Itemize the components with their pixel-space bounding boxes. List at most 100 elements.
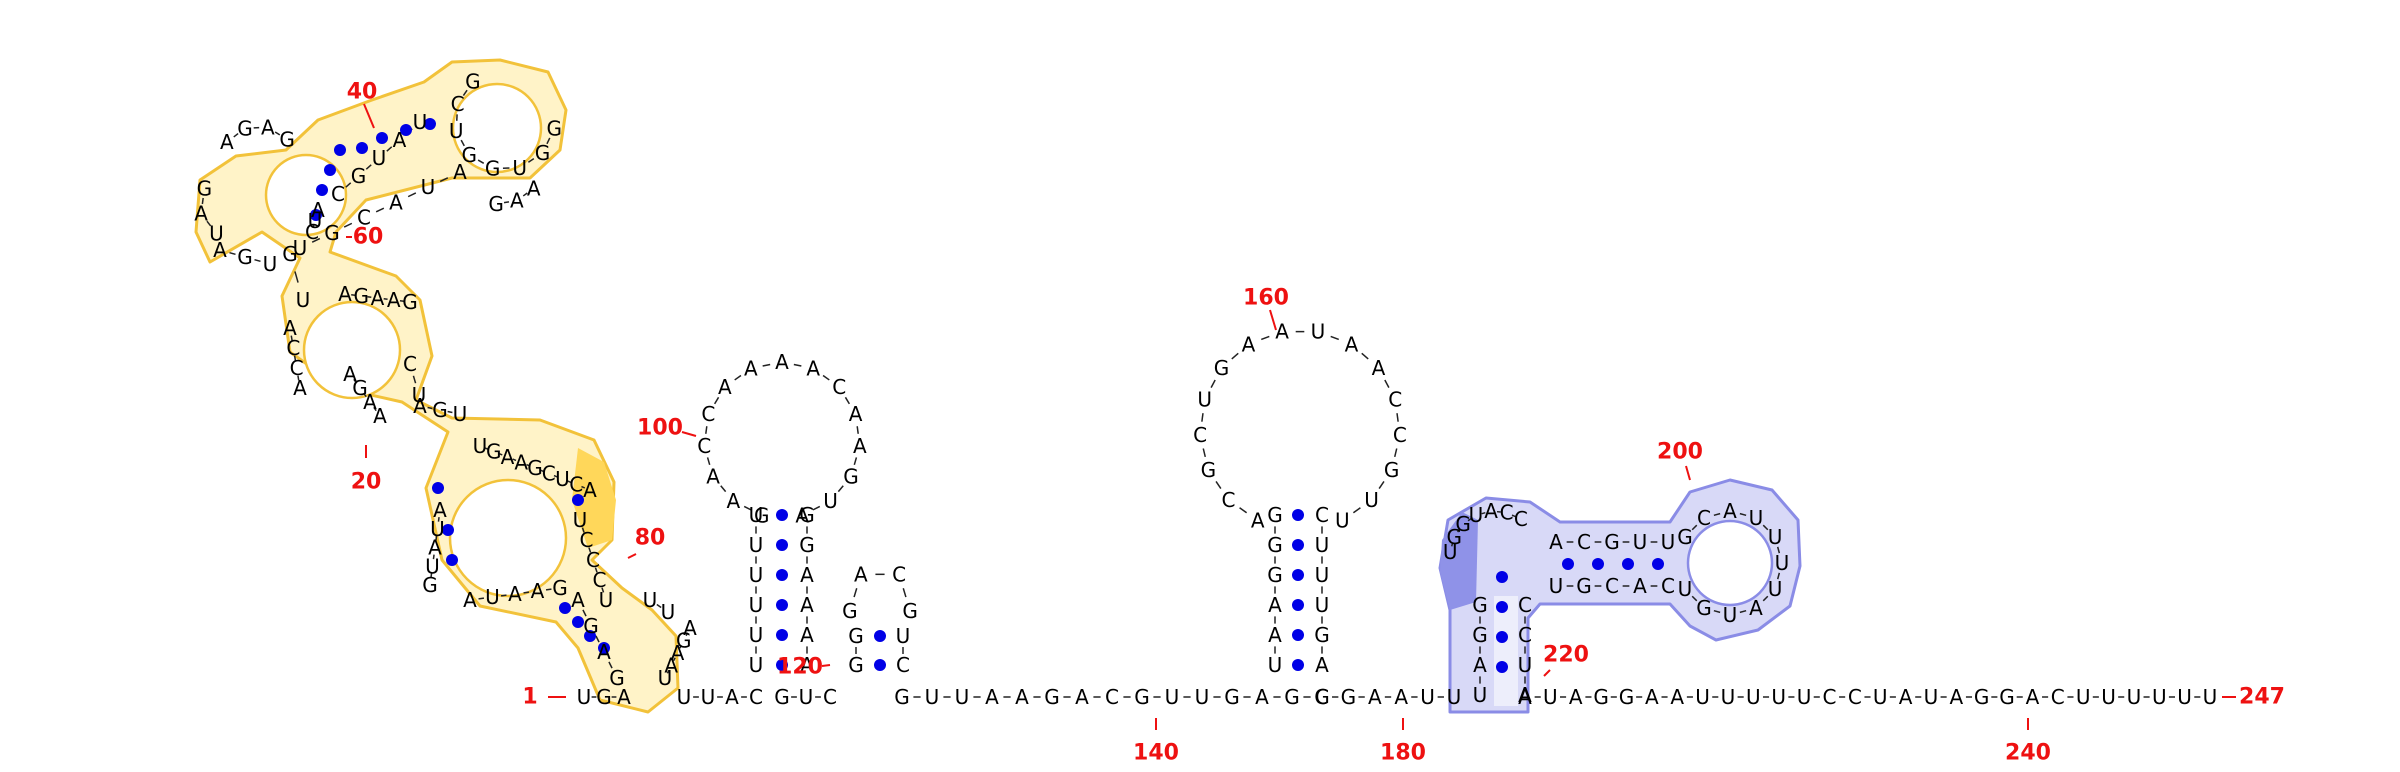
nucleotide: C	[542, 462, 556, 486]
nucleotide: A	[775, 350, 789, 374]
nucleotide: U	[413, 110, 428, 134]
nucleotide: G	[552, 576, 568, 600]
nucleotide: G	[1619, 685, 1635, 709]
position-label-40: 40	[347, 80, 378, 105]
nucleotide: U	[1543, 685, 1558, 709]
nucleotide: U	[1721, 685, 1736, 709]
nucleotide: A	[433, 498, 447, 522]
base-pair-dot	[1562, 558, 1574, 570]
position-label-200: 200	[1657, 440, 1703, 465]
nucleotide: G	[351, 164, 367, 188]
nucleotide: G	[527, 456, 543, 480]
nucleotide: G	[1677, 525, 1693, 549]
nucleotide: A	[1251, 509, 1265, 533]
nucleotide: C	[1315, 685, 1329, 709]
nucleotide: A	[463, 588, 477, 612]
nucleotide: U	[749, 623, 764, 647]
nucleotide: C	[701, 402, 715, 426]
nucleotide: U	[209, 222, 224, 246]
backbone-link	[1353, 508, 1360, 513]
nucleotide: G	[354, 284, 370, 308]
nucleotide: G	[461, 143, 477, 167]
nucleotide: G	[843, 464, 859, 488]
nucleotide: G	[1341, 685, 1357, 709]
base-pair-dot	[776, 629, 788, 641]
nucleotide: C	[1661, 574, 1675, 598]
nucleotide: G	[1974, 685, 1990, 709]
base-pair-dot	[334, 144, 346, 156]
nucleotide: G	[1267, 563, 1283, 587]
nucleotide: U	[512, 156, 527, 180]
nucleotide: G	[1593, 685, 1609, 709]
nucleotide: U	[749, 653, 764, 677]
nucleotide: U	[1311, 320, 1326, 344]
nucleotide: A	[1368, 685, 1382, 709]
nucleotide: C	[1697, 506, 1711, 530]
nucleotide: C	[832, 375, 846, 399]
position-label-60: 60	[353, 225, 384, 250]
nucleotide: G	[583, 614, 599, 638]
nucleotide: C	[1822, 685, 1836, 709]
nucleotide: G	[488, 192, 504, 216]
nucleotide: A	[800, 563, 814, 587]
nucleotide: A	[311, 198, 325, 222]
nucleotide: G	[1472, 623, 1488, 647]
nucleotide: A	[514, 451, 528, 475]
nucleotide: G	[1267, 503, 1283, 527]
nucleotide: C	[1518, 593, 1532, 617]
backbone-link	[1362, 353, 1368, 359]
backbone-link	[1395, 448, 1397, 456]
nucleotide: A	[1242, 332, 1256, 356]
nucleotide: A	[371, 286, 385, 310]
nucleotide: A	[795, 503, 809, 527]
nucleotide: G	[1214, 356, 1230, 380]
nucleotide: A	[849, 402, 863, 426]
nucleotide: C	[892, 562, 906, 586]
backbone-link	[706, 426, 707, 434]
nucleotide: U	[799, 685, 814, 709]
nucleotide: U	[555, 467, 570, 491]
nucleotide: A	[1268, 593, 1282, 617]
nucleotide: A	[508, 582, 522, 606]
nucleotide: A	[338, 282, 352, 306]
nucleotide: U	[1195, 685, 1210, 709]
nucleotide: G	[902, 599, 918, 623]
nucleotide: G	[197, 177, 213, 201]
nucleotide: A	[1633, 574, 1647, 598]
backbone-link	[1385, 380, 1389, 388]
nucleotide: C	[1315, 503, 1329, 527]
nucleotide: U	[1775, 551, 1790, 575]
backbone-link	[448, 412, 453, 413]
nucleotide: A	[1723, 499, 1737, 523]
nucleotide: U	[701, 685, 716, 709]
nucleotide: U	[1315, 593, 1330, 617]
backbone-link	[857, 426, 858, 434]
base-pair-dot	[316, 184, 328, 196]
nucleotide: G	[1201, 458, 1217, 482]
nucleotide: G	[486, 440, 502, 464]
nucleotide: G	[237, 245, 253, 269]
nucleotide: U	[1315, 563, 1330, 587]
nucleotide: U	[1165, 685, 1180, 709]
base-pair-dot	[446, 554, 458, 566]
backbone-link	[721, 486, 726, 492]
nucleotide: A	[501, 445, 515, 469]
nucleotide: A	[220, 130, 234, 154]
base-pair-dot	[1292, 569, 1304, 581]
nucleotide: G	[535, 141, 551, 165]
nucleotide: G	[546, 117, 562, 141]
nucleotide: C	[1105, 685, 1119, 709]
nucleotide: C	[569, 473, 583, 497]
nucleotide: U	[1315, 533, 1330, 557]
nucleotide: U	[1473, 683, 1488, 707]
nucleotide: A	[1372, 356, 1386, 380]
nucleotide: G	[465, 70, 481, 94]
nucleotide: U	[577, 685, 592, 709]
nucleotide: U	[1723, 603, 1738, 627]
nucleotide: U	[2152, 685, 2167, 709]
nucleotide: A	[1569, 685, 1583, 709]
nucleotide: U	[1633, 530, 1648, 554]
position-label-20: 20	[351, 470, 382, 495]
nucleotide: A	[583, 478, 597, 502]
backbone-link	[408, 193, 416, 197]
